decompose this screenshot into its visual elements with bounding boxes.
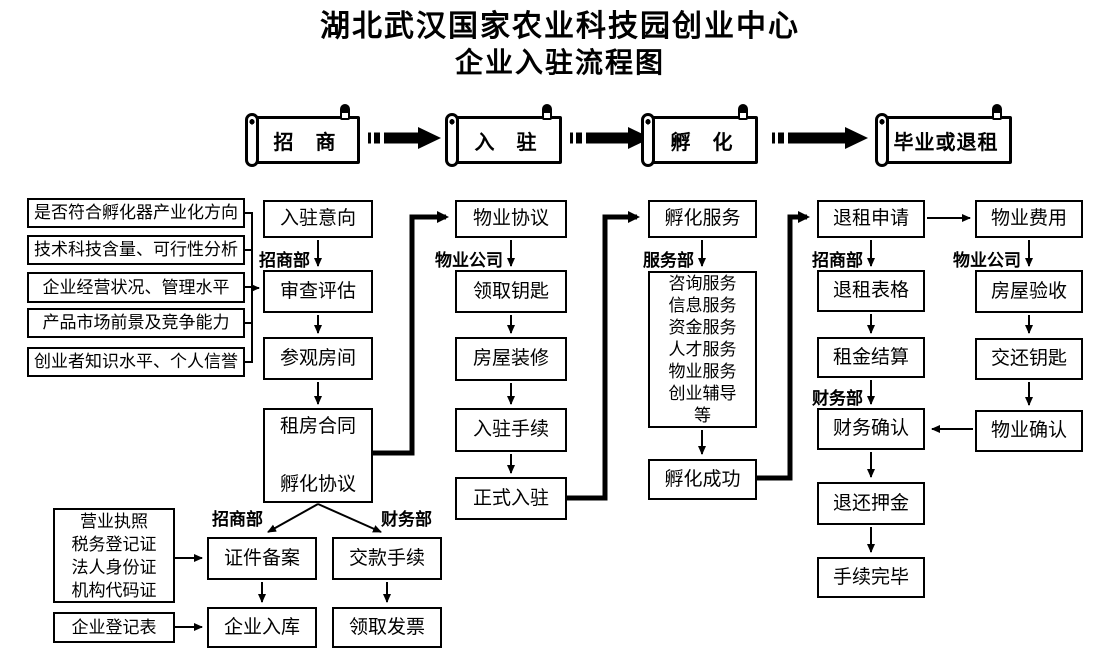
striped-arrow-3 <box>772 127 868 149</box>
node-invoice-collection: 领取发票 <box>332 607 442 648</box>
node-rent-settlement: 租金结算 <box>817 337 925 378</box>
node-entry-intention: 入驻意向 <box>263 200 373 238</box>
banner-incubation: 孵 化 <box>641 104 758 167</box>
node-key-collection: 领取钥匙 <box>455 270 567 313</box>
node-incubator-direction-check: 是否符合孵化器产业化方向 <box>27 198 245 228</box>
node-entry-procedure: 入驻手续 <box>455 408 567 452</box>
node-tech-content-feasibility: 技术科技含量、可行性分析 <box>27 235 245 265</box>
label-property-company-entry: 物业公司 <box>435 251 503 270</box>
label-finance-dept-termination: 财务部 <box>812 389 863 408</box>
title-block: 湖北武汉国家农业科技园创业中心 企业入驻流程图 <box>0 8 1120 82</box>
node-lease-contract-incubation-agreement: 租房合同 孵化协议 <box>263 408 373 503</box>
node-house-renovation: 房屋装修 <box>455 337 567 381</box>
node-payment-procedure: 交款手续 <box>332 537 442 580</box>
node-key-return: 交还钥匙 <box>975 338 1083 380</box>
label-investment-dept-review: 招商部 <box>259 251 310 270</box>
banner-investment: 招 商 <box>245 104 360 167</box>
node-certificate-filing: 证件备案 <box>207 537 317 580</box>
node-services-list: 咨询服务 信息服务 资金服务 人才服务 物业服务 创业辅导 等 <box>648 271 757 428</box>
node-product-market-competitiveness: 产品市场前景及竞争能力 <box>27 308 245 338</box>
page-subtitle: 企业入驻流程图 <box>454 48 665 79</box>
label-property-company-termination: 物业公司 <box>953 251 1021 270</box>
node-review-assessment: 审查评估 <box>263 270 373 313</box>
label-finance-dept-payment: 财务部 <box>381 510 432 529</box>
node-deposit-refund: 退还押金 <box>817 482 925 525</box>
node-termination-form: 退租表格 <box>817 270 925 312</box>
node-property-confirmation: 物业确认 <box>975 410 1083 452</box>
label-investment-dept-filing: 招商部 <box>212 510 263 529</box>
page-title: 湖北武汉国家农业科技园创业中心 <box>320 10 800 43</box>
node-business-status-management: 企业经营状况、管理水平 <box>27 272 245 303</box>
label-service-dept: 服务部 <box>643 251 694 270</box>
node-company-registration-form: 企业登记表 <box>53 612 175 643</box>
banner-entry: 入 驻 <box>445 104 562 167</box>
node-property-fee: 物业费用 <box>975 200 1083 238</box>
node-property-agreement: 物业协议 <box>455 200 567 238</box>
node-incubation-success: 孵化成功 <box>648 459 757 500</box>
node-finance-confirmation: 财务确认 <box>817 408 925 450</box>
node-company-database-entry: 企业入库 <box>207 607 317 648</box>
node-house-inspection: 房屋验收 <box>975 270 1083 313</box>
node-procedure-complete: 手续完毕 <box>817 557 925 598</box>
striped-arrow-2 <box>570 127 651 149</box>
striped-arrow-1 <box>368 127 441 149</box>
node-license-documents: 营业执照 税务登记证 法人身份证 机构代码证 <box>53 508 175 603</box>
banner-graduation-or-termination: 毕业或退租 <box>875 104 1012 167</box>
node-incubation-service: 孵化服务 <box>648 200 757 238</box>
node-founder-knowledge-reputation: 创业者知识水平、个人信誉 <box>27 347 245 377</box>
node-official-entry: 正式入驻 <box>455 477 567 520</box>
label-investment-dept-termination: 招商部 <box>812 251 863 270</box>
node-visit-rooms: 参观房间 <box>263 337 373 380</box>
node-lease-termination-application: 退租申请 <box>817 200 925 238</box>
